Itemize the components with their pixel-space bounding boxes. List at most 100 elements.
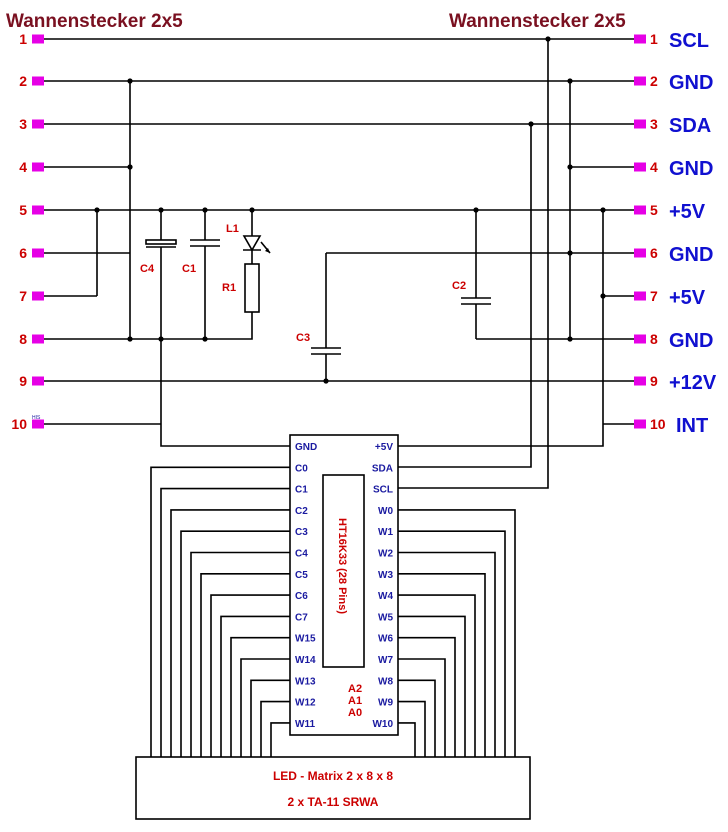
ic-pin-left: C1 (295, 485, 308, 496)
right-pin-pad (634, 34, 646, 44)
junction-dot (94, 207, 100, 213)
junction-dot (567, 250, 573, 256)
matrix-wire-right (398, 509, 516, 757)
junction-dot (158, 336, 164, 342)
junction-dot (545, 36, 551, 42)
right-pin-number: 7 (650, 288, 658, 304)
right-pin-pad (634, 205, 646, 215)
left-pin-pad (32, 248, 44, 258)
left-pin-number: 7 (19, 288, 27, 304)
right-pin-pad (634, 76, 646, 86)
junction-dot (600, 207, 606, 213)
capacitor-c3 (311, 347, 341, 355)
matrix-wire-right (398, 551, 496, 757)
capacitor-c1 (190, 239, 220, 247)
label-c3: C3 (296, 332, 310, 344)
matrix-wire-right (398, 679, 436, 757)
junction-dot (127, 78, 133, 84)
led-matrix-line2: 2 x TA-11 SRWA (288, 795, 379, 809)
matrix-wire-right (398, 658, 446, 757)
right-pin-number: 3 (650, 116, 658, 132)
right-pin-signal: SDA (669, 115, 711, 137)
right-connector-header: Wannenstecker 2x5 (449, 11, 626, 32)
label-l1: L1 (226, 223, 239, 235)
matrix-wire-left (170, 509, 290, 757)
right-pin-signal: GND (669, 158, 713, 180)
ic-pin-right: W8 (378, 676, 393, 687)
ic-pin-right: W0 (378, 506, 393, 517)
matrix-wire-right (398, 594, 476, 757)
matrix-wire-left (200, 572, 290, 757)
right-pin-number: 1 (650, 31, 658, 47)
left-pin-number: 3 (19, 116, 27, 132)
left-pin-pad (32, 119, 44, 129)
ic-pin-left: C5 (295, 570, 308, 581)
right-pin-number: 2 (650, 73, 658, 89)
ic-pin-right: SDA (372, 463, 393, 474)
matrix-wire-right (398, 722, 416, 757)
left-pin-pad (32, 419, 44, 429)
scl-to-ic-wire (398, 39, 549, 489)
junction-dot (600, 293, 606, 299)
ic-to-matrix-wires (150, 466, 516, 757)
left-pin-pad (32, 291, 44, 301)
ic-address-pin: A2 (348, 683, 362, 695)
left-pin-pad (32, 34, 44, 44)
vcc-to-ic-wire (398, 210, 604, 447)
matrix-wire-right (398, 636, 456, 757)
ic-pin-left: C4 (295, 549, 308, 560)
ic-pin-right: W4 (378, 591, 393, 602)
bus-lines (44, 38, 634, 425)
matrix-wire-right (398, 615, 466, 757)
right-pin-number: 6 (650, 245, 658, 261)
right-pin-pad (634, 291, 646, 301)
led-matrix-line1: LED - Matrix 2 x 8 x 8 (273, 769, 393, 783)
ic-address-pin: A0 (348, 707, 362, 719)
capacitor-c4 (145, 239, 177, 248)
matrix-wire-left (250, 679, 290, 757)
junction-dot (127, 164, 133, 170)
ic-pin-right: W3 (378, 570, 393, 581)
junction-dot (323, 378, 329, 384)
label-c2: C2 (452, 280, 466, 292)
right-pin-signal: INT (676, 415, 708, 437)
left-pin-pad (32, 334, 44, 344)
junction-dot (567, 164, 573, 170)
led-l1 (242, 235, 271, 264)
matrix-wire-left (160, 487, 290, 757)
r1-bottom-wire (205, 312, 253, 340)
junction-dot (249, 207, 255, 213)
sda-to-ic-wire (398, 124, 532, 468)
ic-pin-right: W7 (378, 655, 393, 666)
resistor-r1 (244, 263, 260, 313)
left-pin-pad (32, 162, 44, 172)
right-pin-signal: +12V (669, 372, 717, 394)
matrix-wire-left (220, 615, 290, 757)
right-pin-number: 4 (650, 159, 658, 175)
left-pin-number: 4 (19, 159, 27, 175)
ic-pin-left: W15 (295, 634, 316, 645)
left-pad-tag: HIS (32, 415, 41, 421)
ic-pin-right: +5V (375, 442, 393, 453)
junction-dot (127, 336, 133, 342)
right-pin-pad (634, 248, 646, 258)
led-matrix-block (135, 756, 531, 820)
left-side-links (96, 81, 327, 447)
left-pin-number: 2 (19, 73, 27, 89)
ic-pin-left: C3 (295, 527, 308, 538)
ic-pin-right: W1 (378, 527, 393, 538)
junction-dot (473, 207, 479, 213)
right-pin-number: 10 (650, 416, 666, 432)
ic-pin-right: SCL (373, 485, 393, 496)
left-pin-pad (32, 376, 44, 386)
ic-pin-right: W10 (372, 719, 393, 730)
ic-address-pin: A1 (348, 695, 362, 707)
ic-inner-die (322, 474, 365, 668)
junction-dot (567, 336, 573, 342)
matrix-wire-left (190, 551, 290, 757)
matrix-wire-right (398, 572, 486, 757)
matrix-wire-left (260, 700, 290, 757)
